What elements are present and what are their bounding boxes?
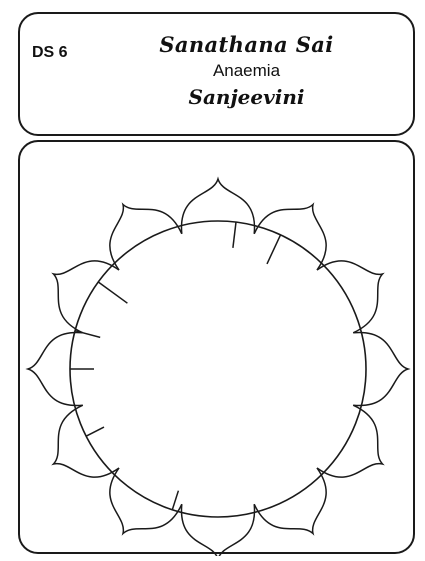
header-card: DS 6 Sanathana Sai Anaemia Sanjeevini	[18, 12, 415, 136]
tick-mark	[75, 331, 100, 338]
diagram-card	[18, 140, 415, 554]
card-title: Sanathana Sai	[100, 32, 393, 58]
tick-mark	[233, 222, 236, 248]
inner-circle	[70, 221, 366, 517]
petal	[110, 205, 182, 271]
petal	[317, 261, 383, 333]
petal	[181, 179, 254, 234]
tick-marks	[70, 222, 281, 510]
tick-mark	[98, 282, 127, 303]
title-block: Sanathana Sai Anaemia Sanjeevini	[100, 32, 393, 110]
petal	[181, 504, 254, 556]
petal	[54, 261, 120, 333]
petal	[254, 468, 326, 534]
petal	[110, 468, 182, 534]
petal	[254, 205, 326, 271]
petal	[317, 405, 383, 477]
condition-label: Anaemia	[100, 60, 393, 82]
petal	[54, 405, 120, 477]
card-code: DS 6	[32, 44, 68, 62]
tick-mark	[86, 427, 104, 436]
petal	[353, 332, 408, 405]
petal-ring	[28, 179, 408, 556]
tick-mark	[267, 235, 281, 264]
card-subtitle: Sanjeevini	[100, 84, 393, 110]
tick-mark	[172, 491, 178, 510]
lotus-diagram	[20, 142, 417, 556]
